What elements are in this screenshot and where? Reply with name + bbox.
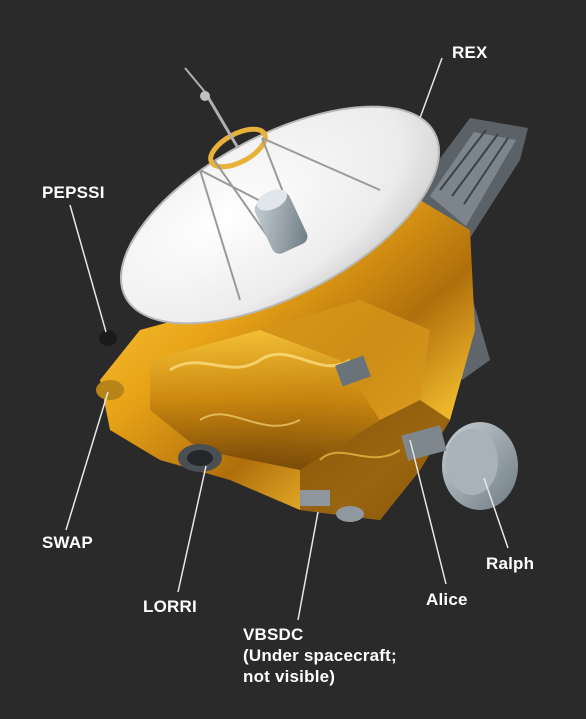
swap-instrument <box>96 380 124 400</box>
spacecraft-body <box>100 200 475 520</box>
swap-label: SWAP <box>42 533 93 552</box>
high-gain-antenna <box>119 67 441 325</box>
vbsdc-label-line1: VBSDC <box>243 625 304 644</box>
lorri-label: LORRI <box>143 597 197 616</box>
leader-lines <box>65 57 509 621</box>
vbsdc-label: VBSDC (Under spacecraft; not visible) <box>243 624 397 687</box>
vbsdc-label-line2: (Under spacecraft; <box>243 646 397 665</box>
ralph-label: Ralph <box>486 554 535 573</box>
ralph-leader <box>483 477 509 549</box>
vbsdc-leader <box>297 511 319 621</box>
rex-leader <box>419 57 443 119</box>
pepssi-instrument <box>99 330 117 346</box>
pepssi-label: PEPSSI <box>42 183 105 202</box>
vbsdc-instrument <box>336 506 364 522</box>
instruments <box>96 330 518 522</box>
alice-leader <box>409 439 447 585</box>
lorri-leader <box>177 465 207 593</box>
swap-leader <box>65 391 109 531</box>
alice-label: Alice <box>426 590 468 609</box>
pepssi-leader <box>69 204 107 333</box>
rex-label: REX <box>452 43 488 62</box>
vbsdc-label-line3: not visible) <box>243 667 336 686</box>
